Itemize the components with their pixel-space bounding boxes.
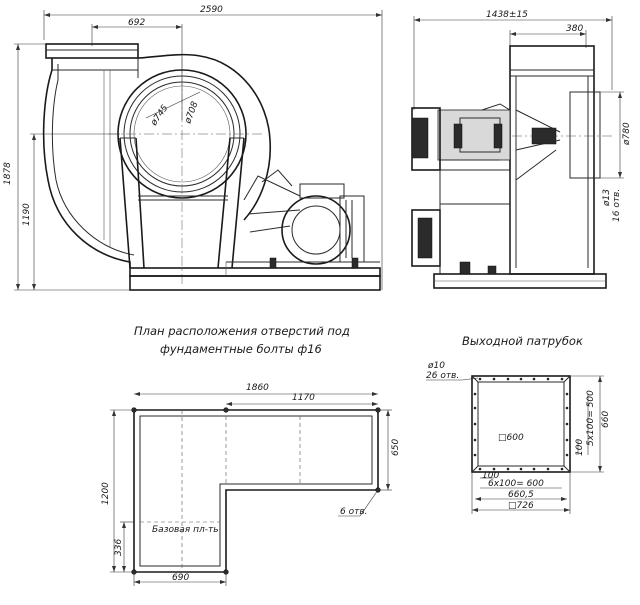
outlet-spacing-y: 5х100= 500 [586,390,596,446]
dim-side-outlet: 380 [566,24,583,34]
plan-title-line2: фундаментные болты ф16 [160,342,322,356]
dim-inlet-offset: 692 [128,18,145,28]
plan-title-line1: План расположения отверстий под [134,324,350,338]
outlet-flange: Выходной патрубок ø10 26 отв. [426,334,611,514]
dim-side-dia: ø780 [622,122,632,146]
dim-side-13: ø13 [602,189,612,207]
dim-side-width: 1438±15 [486,10,528,20]
plan-dim-650: 650 [391,439,401,456]
dim-overall-height: 1878 [3,162,13,185]
side-view: 1438±15 380 ø780 ø13 16 отв. [411,10,632,289]
outlet-hole-dia: ø10 [427,361,445,371]
outlet-inner-square: □600 [498,433,524,443]
plan-holes-label: 6 отв. [340,507,368,517]
outlet-outer-square: □726 [508,501,534,511]
outlet-bolt-span: 660,5 [508,490,534,500]
flange-holes [473,377,569,471]
outlet-offset-y: 100 [575,439,585,456]
dim-overall-width: 2590 [200,5,223,15]
plan-dim-336: 336 [114,539,124,556]
outlet-spacing-x: 6х100= 600 [488,479,544,489]
outlet-flange-span: 660 [601,411,611,428]
plan-base-plate-label: Базовая пл-ть [152,525,219,535]
foundation-plan: План расположения отверстий под фундамен… [101,324,401,586]
front-view: 2590 692 1878 1190 [3,5,383,291]
dim-inlet-outer: ø745 [149,103,171,128]
plan-dim-1860: 1860 [246,383,269,393]
dim-side-16: 16 отв. [612,189,622,222]
dim-inlet-inner: ø708 [183,100,201,126]
plan-dim-1200: 1200 [101,482,111,505]
dim-shaft-height: 1190 [22,203,32,226]
outlet-offset-x: 100 [482,471,499,481]
outlet-title: Выходной патрубок [462,334,583,348]
outlet-hole-count: 26 отв. [426,371,459,381]
plan-dim-1170: 1170 [292,393,315,403]
plan-dim-690: 690 [172,573,189,583]
